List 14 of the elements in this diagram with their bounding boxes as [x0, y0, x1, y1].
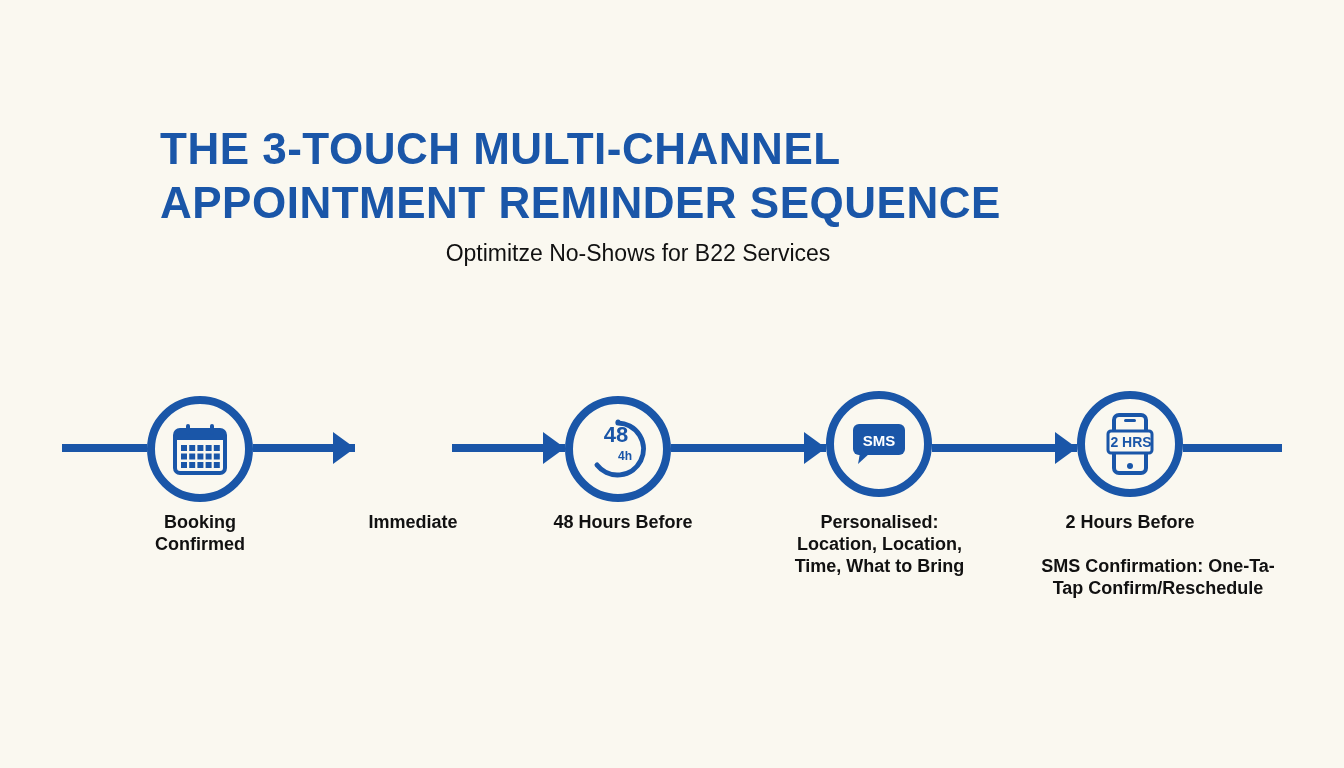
step-label: Booking Confirmed — [154, 511, 246, 555]
arrow — [932, 432, 1077, 464]
icon-text: SMS — [861, 432, 897, 449]
step-label: Personalised: Location, Location, Time, What to Bring — [793, 511, 966, 577]
step-label: Immediate — [367, 511, 459, 533]
title: THE 3-TOUCH MULTI-CHANNEL APPOINTMENT REMINDER SEQUENCE — [160, 123, 1002, 229]
icon-text: 4h — [617, 449, 633, 463]
step-label: 2 Hours Before — [1064, 511, 1196, 533]
subtitle: Optimitze No-Shows for B22 Services — [444, 240, 832, 267]
step-description: SMS Confirmation: One-Ta- Tap Confirm/Reschedule — [1040, 555, 1276, 599]
step-label: 48 Hours Before — [552, 511, 694, 533]
icon-text: 2 HRS — [1109, 434, 1153, 450]
arrow — [671, 432, 826, 464]
icon-text: 48 — [602, 423, 630, 447]
